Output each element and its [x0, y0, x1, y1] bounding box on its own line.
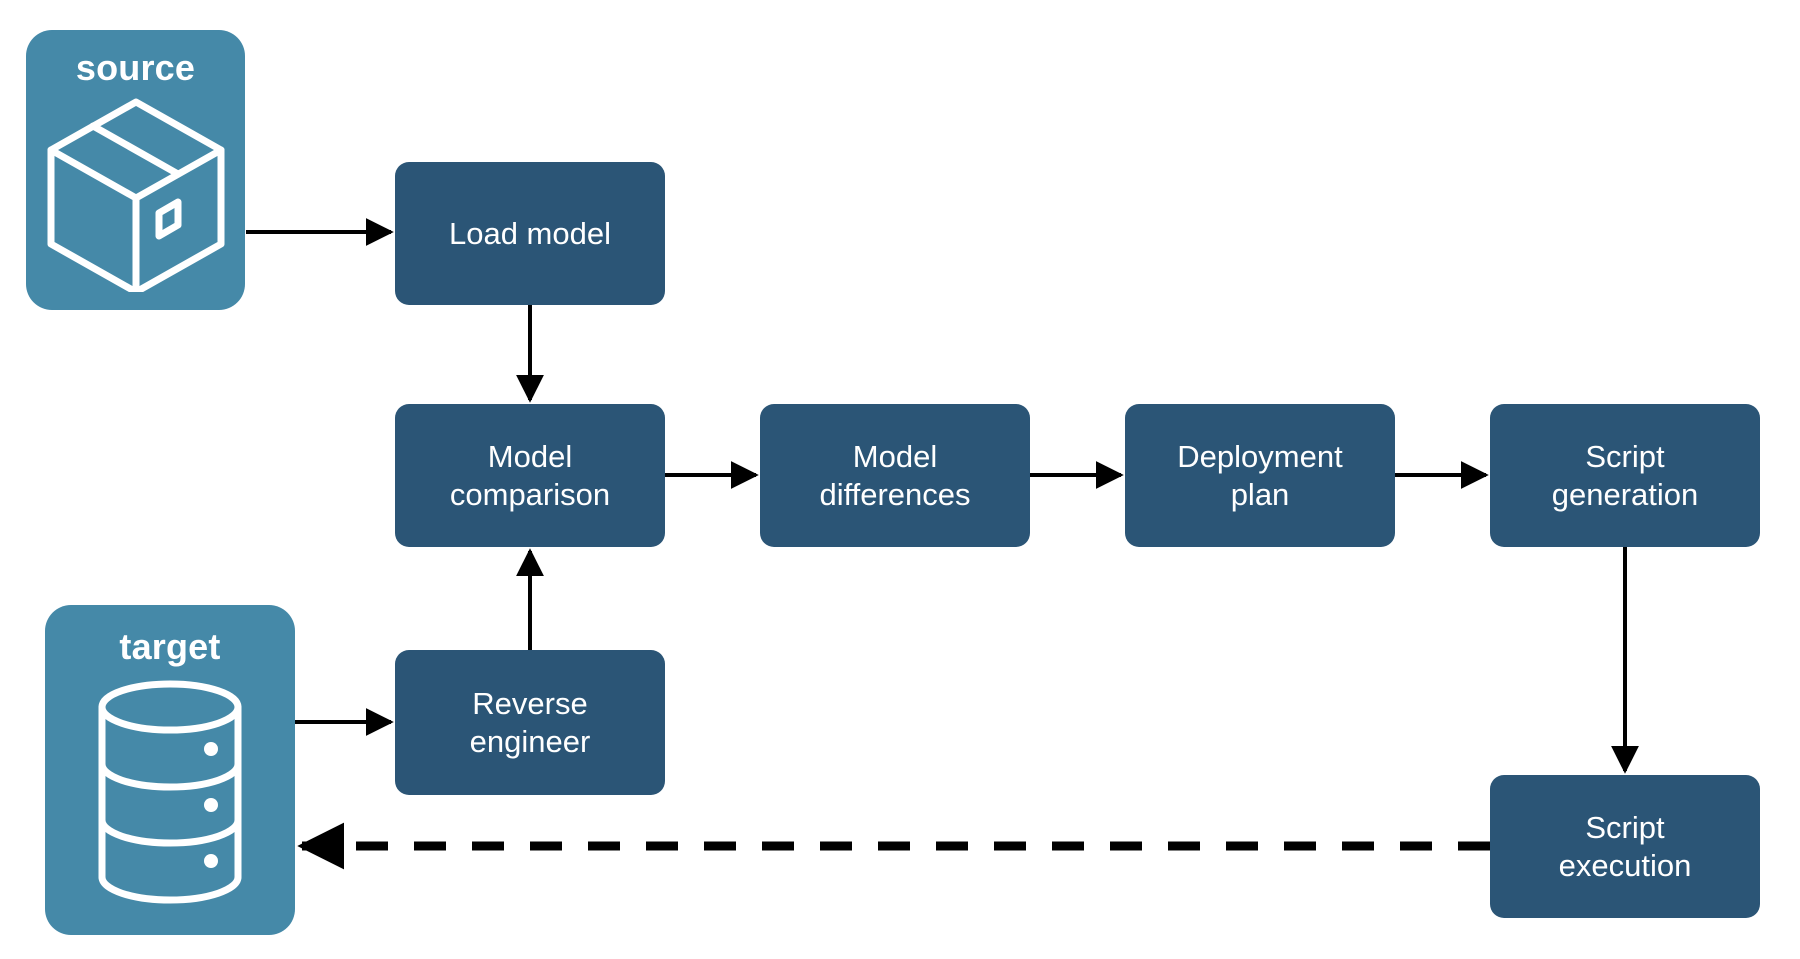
process-script-generation[interactable]: Script generation: [1490, 404, 1760, 547]
process-script-execution-label: Script execution: [1558, 810, 1692, 883]
process-model-comparison-label: Model comparison: [449, 439, 611, 512]
process-load-model[interactable]: Load model: [395, 162, 665, 305]
process-model-differences[interactable]: Model differences: [760, 404, 1030, 547]
process-reverse-engineer-label: Reverse engineer: [469, 686, 591, 759]
process-model-differences-label: Model differences: [819, 439, 971, 512]
process-script-generation-label: Script generation: [1551, 439, 1699, 512]
endpoint-target-label: target: [119, 626, 221, 667]
database-cylinder-icon: [98, 680, 242, 904]
process-deployment-plan[interactable]: Deployment plan: [1125, 404, 1395, 547]
process-load-model-label: Load model: [448, 215, 611, 251]
endpoint-source-label: source: [75, 47, 196, 88]
endpoint-source[interactable]: source: [26, 30, 245, 310]
package-box-icon: [47, 98, 224, 292]
process-reverse-engineer[interactable]: Reverse engineer: [395, 650, 665, 795]
process-deployment-plan-label: Deployment plan: [1177, 439, 1343, 512]
process-script-execution[interactable]: Script execution: [1490, 775, 1760, 918]
process-model-comparison[interactable]: Model comparison: [395, 404, 665, 547]
endpoint-target[interactable]: target: [45, 605, 295, 935]
